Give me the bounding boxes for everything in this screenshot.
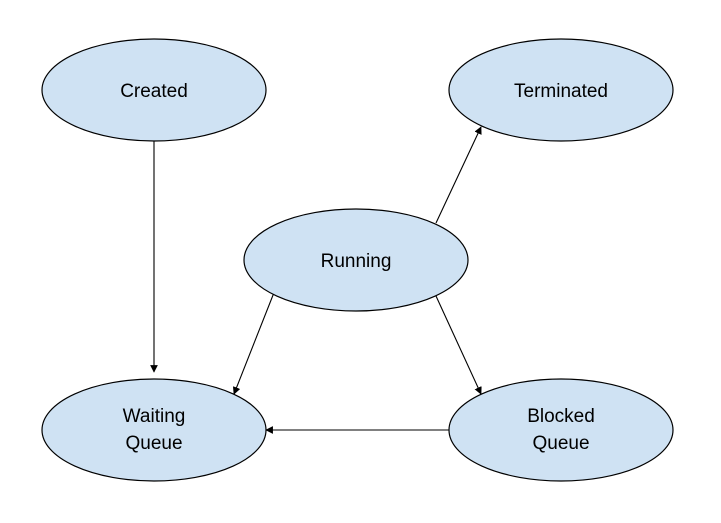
- node-running-shape: [243, 208, 469, 312]
- node-blocked-queue-label-line1: Blocked: [527, 406, 595, 427]
- node-created-label: Created: [120, 81, 188, 102]
- node-blocked-queue-shape: [448, 378, 674, 482]
- edge-running-to-blocked: [435, 295, 482, 395]
- edge-running-to-terminated: [435, 126, 482, 224]
- node-terminated: Terminated: [448, 38, 674, 142]
- node-blocked-queue-label-line2: Queue: [532, 433, 589, 454]
- node-blocked-queue: Blocked Queue: [448, 378, 674, 482]
- edges: [150, 126, 482, 434]
- node-terminated-shape: [448, 38, 674, 142]
- node-running: Running: [243, 208, 469, 312]
- node-terminated-label: Terminated: [514, 81, 608, 102]
- node-waiting-queue-shape: [41, 378, 267, 482]
- node-waiting-queue: Waiting Queue: [41, 378, 267, 482]
- node-created: Created: [41, 38, 267, 142]
- edge-running-waiting-bidirectional: [232, 284, 279, 395]
- node-waiting-queue-label-line1: Waiting: [123, 406, 186, 427]
- node-created-shape: [41, 38, 267, 142]
- node-waiting-queue-label-line2: Queue: [125, 433, 182, 454]
- node-running-label: Running: [321, 251, 392, 272]
